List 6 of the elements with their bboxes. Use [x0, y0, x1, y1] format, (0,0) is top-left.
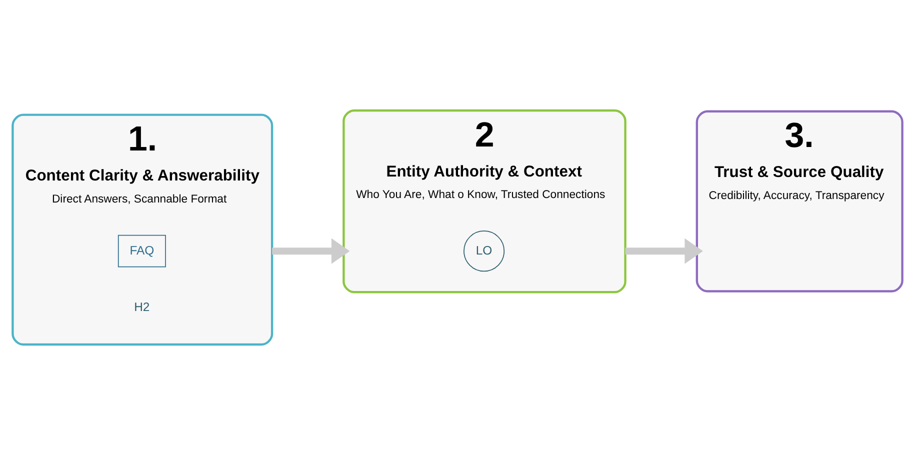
node-box: FAQ — [118, 234, 166, 268]
node-box: 3. Trust & Source Quality Credibility, Accuracy, Transparency — [696, 110, 904, 292]
arrow — [272, 238, 350, 264]
arrow — [625, 238, 703, 264]
label: H2 — [134, 300, 150, 314]
node-circle: LO — [464, 230, 505, 272]
